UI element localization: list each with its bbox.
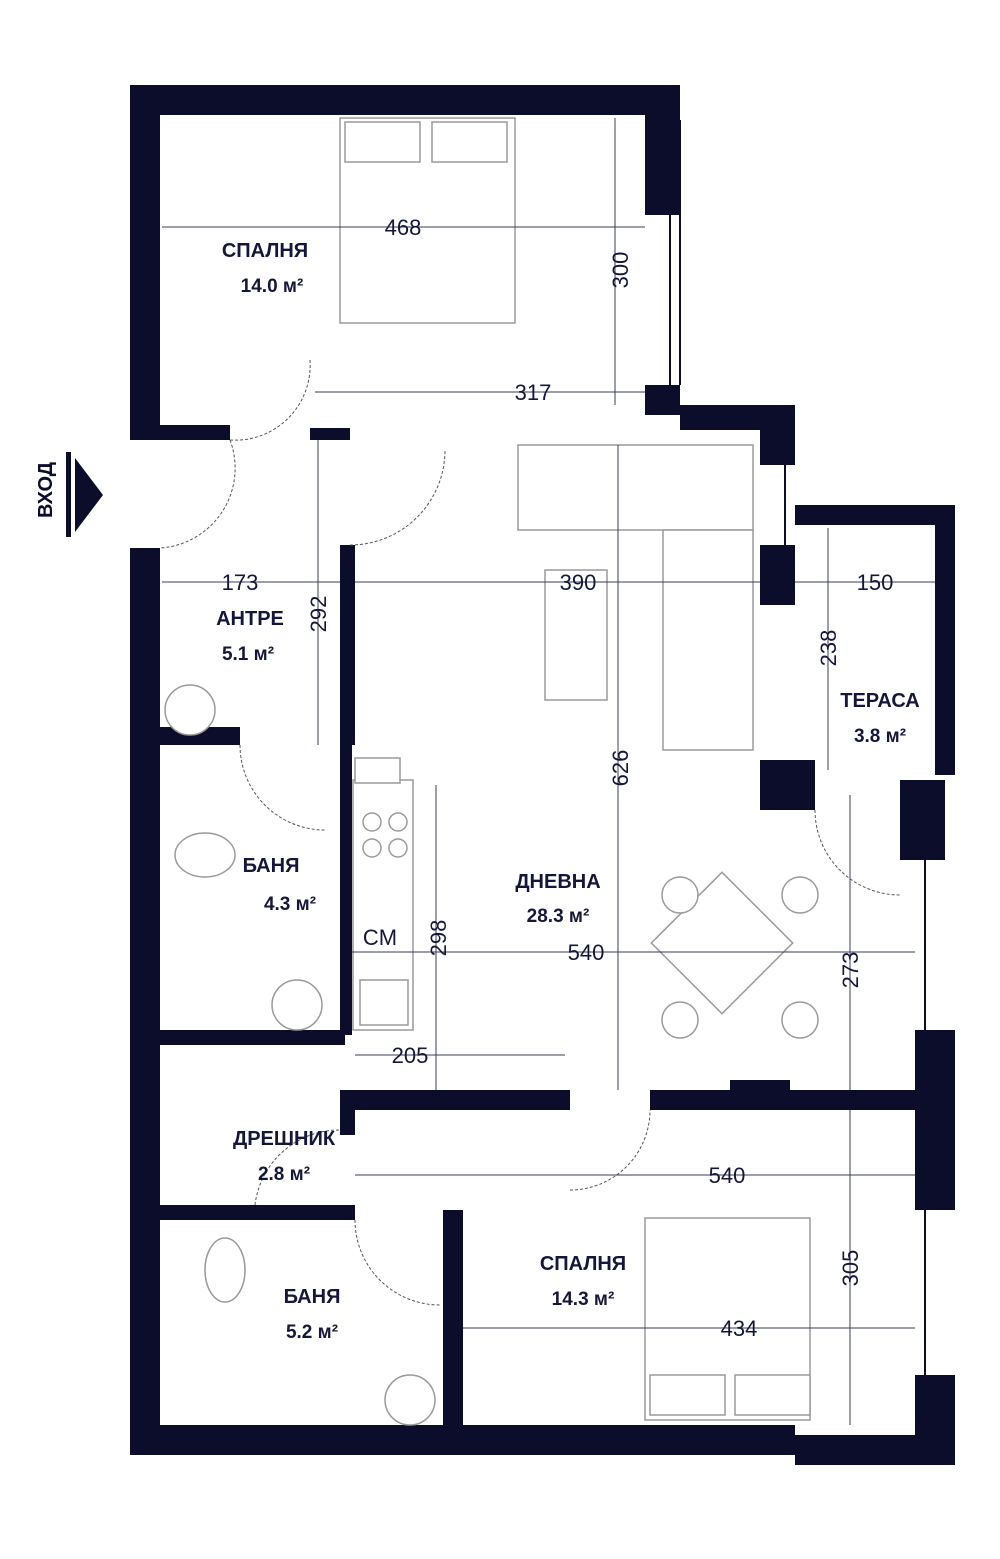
furniture: CM: [164, 117, 819, 1426]
room-area: 14.0 м²: [241, 276, 304, 297]
room-area: 3.8 м²: [854, 726, 906, 747]
toilet: [204, 1237, 246, 1303]
dimension-label: 540: [568, 940, 605, 965]
room-name: СПАЛНЯ: [540, 1253, 626, 1275]
dimension-label: 468: [385, 215, 422, 240]
room-name: ДРЕШНИК: [233, 1128, 336, 1150]
sink: [384, 1374, 436, 1426]
dimension-label: 150: [857, 570, 894, 595]
doors: [159, 359, 901, 1306]
room-name: СПАЛНЯ: [222, 240, 308, 262]
entrance-label: ВХОД: [35, 462, 57, 518]
room-name: БАНЯ: [243, 855, 300, 877]
room-area: 4.3 м²: [264, 894, 316, 915]
dimension-label: 434: [721, 1316, 758, 1341]
room-name: БАНЯ: [284, 1286, 341, 1308]
room-area: 28.3 м²: [527, 906, 590, 927]
dimension-label: 205: [392, 1043, 429, 1068]
room-name: ТЕРАСА: [840, 690, 919, 712]
dimension-label: 305: [838, 1250, 863, 1287]
dimension-label: 540: [709, 1163, 746, 1188]
walls: [130, 85, 955, 1465]
dimension-label: 238: [816, 630, 841, 667]
room-name: АНТРЕ: [216, 608, 284, 630]
toilet: [174, 832, 236, 878]
room-area: 14.3 м²: [552, 1289, 615, 1310]
dimension-lines: [162, 118, 935, 1425]
dimension-label: 390: [560, 570, 597, 595]
dimension-label: 317: [515, 380, 552, 405]
dimension-label: 300: [608, 252, 633, 289]
room-labels: СПАЛНЯ 14.0 м² АНТРЕ 5.1 м² БАНЯ 4.3 м² …: [216, 240, 920, 1343]
entrance-marker: ВХОД: [35, 452, 103, 537]
arrow-right-icon: [75, 458, 103, 532]
washing-machine: [164, 684, 216, 736]
sink: [271, 979, 323, 1031]
room-area: 5.1 м²: [222, 644, 274, 665]
dimension-labels: 468 300 317 173 292 390 626 540 298 205 …: [222, 215, 894, 1341]
dimension-label: 626: [608, 750, 633, 787]
room-name: ДНЕВНА: [515, 871, 600, 893]
coffee-table: [544, 569, 608, 701]
dimension-label: 173: [222, 570, 259, 595]
room-area: 2.8 м²: [258, 1164, 310, 1185]
dimension-label: 298: [426, 920, 451, 957]
dishwasher-label: CM: [363, 925, 397, 950]
dimension-label: 273: [838, 952, 863, 989]
room-area: 5.2 м²: [286, 1322, 338, 1343]
dimension-label: 292: [306, 596, 331, 633]
sofa: [517, 444, 754, 531]
